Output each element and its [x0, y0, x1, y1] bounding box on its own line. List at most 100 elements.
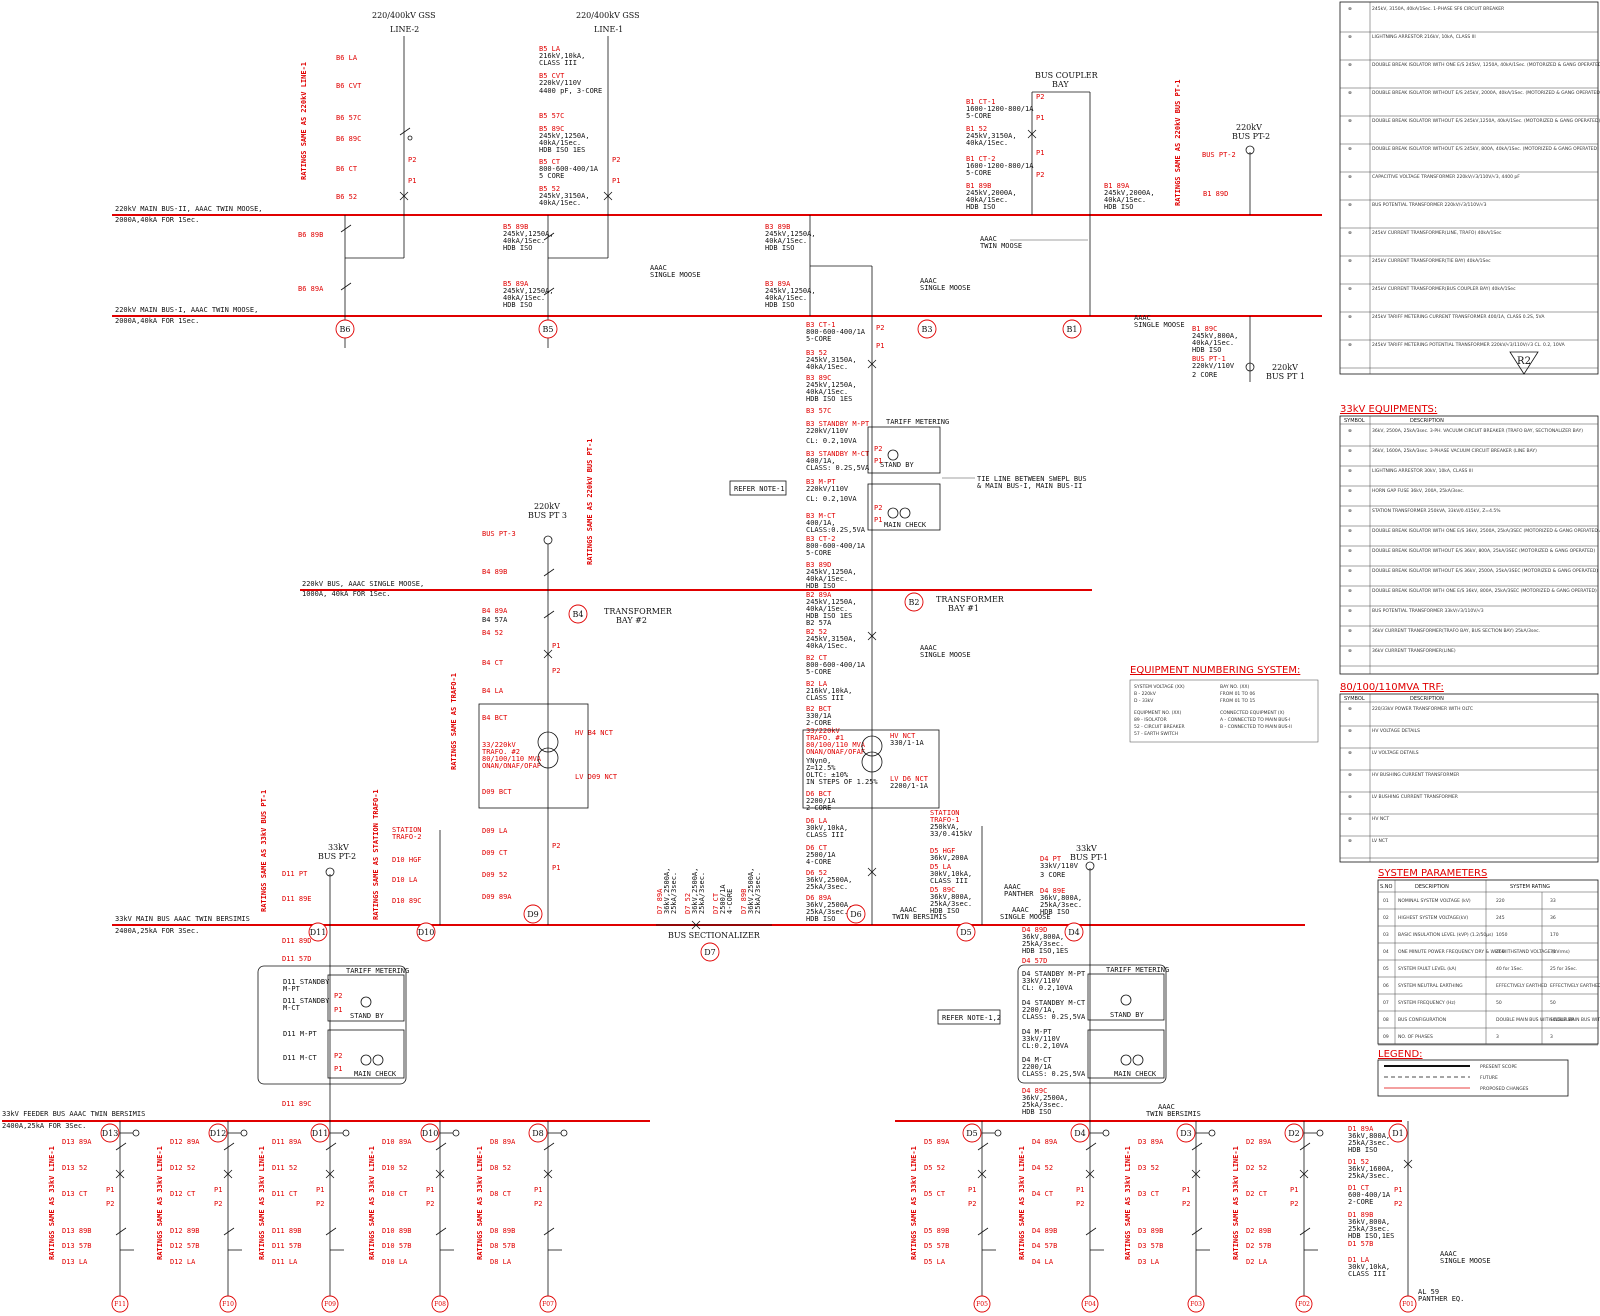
svg-text:AAAC: AAAC [1134, 314, 1151, 322]
svg-text:B2 52: B2 52 [806, 628, 827, 636]
svg-text:HV NCT: HV NCT [890, 732, 916, 740]
svg-text:B1 CT-1: B1 CT-1 [966, 98, 996, 106]
refer-note-1-box [729, 480, 787, 496]
svg-text:P1: P1 [876, 342, 884, 350]
svg-text:P2: P2 [1182, 1200, 1190, 1208]
trafo2-hv-winding [537, 731, 559, 753]
svg-text:40 for 1Sec.: 40 for 1Sec. [1496, 966, 1523, 972]
ratings-trafo1-note: RATINGS SAME AS TRAFO-1 [450, 673, 458, 770]
svg-text:25kA/3sec.: 25kA/3sec. [1022, 1101, 1064, 1109]
feeder-label: D11 89B [272, 1227, 302, 1235]
svg-text:D6 BCT: D6 BCT [806, 790, 832, 798]
svg-text:P2: P2 [1394, 1200, 1402, 1208]
d1-label: D1 52 [1348, 1158, 1369, 1166]
svg-text:245kV,1250A,: 245kV,1250A, [806, 381, 857, 389]
svg-text:2500/1A: 2500/1A [806, 851, 836, 859]
svg-text:ONE MINUTE POWER FREQUENCY DRY: ONE MINUTE POWER FREQUENCY DRY & WET WIT… [1398, 949, 1570, 955]
legend-symbol-icon: ⊗ [1348, 7, 1352, 12]
svg-text:TWIN BERSIMIS: TWIN BERSIMIS [1146, 1110, 1201, 1118]
ratings-33line1-note: RATINGS SAME AS 33kV LINE-1 [1124, 1146, 1132, 1260]
svg-text:TARIFF METERING: TARIFF METERING [1106, 966, 1169, 974]
svg-text:EFFECTIVELY EARTHED: EFFECTIVELY EARTHED [1496, 983, 1548, 989]
svg-text:B2 BCT: B2 BCT [806, 705, 832, 713]
svg-text:B3 52: B3 52 [806, 349, 827, 357]
svg-text:40kA/1Sec.: 40kA/1Sec. [1192, 339, 1234, 347]
svg-text:B2 89A: B2 89A [806, 591, 832, 599]
legend-row: DOUBLE BREAK ISOLATOR WITH ONE E/S 245kV… [1372, 62, 1600, 68]
svg-text:M-PT: M-PT [283, 985, 301, 993]
bus-pt2-label: BUS PT-2 [1232, 132, 1270, 141]
legend-symbol-icon: ⊗ [1348, 449, 1352, 454]
feeder-bus-label: 33kV FEEDER BUS AAAC TWIN BERSIMIS [2, 1110, 145, 1118]
svg-text:CL: 0.2,10VA: CL: 0.2,10VA [806, 495, 857, 503]
svg-text:245kV,1250A,: 245kV,1250A, [765, 287, 816, 295]
numbering-row: A - CONNECTED TO MAIN BUS-I [1220, 717, 1290, 723]
svg-text:D11: D11 [312, 1129, 329, 1138]
legend-symbol-icon: ⊗ [1348, 259, 1352, 264]
svg-text:D11 M-CT: D11 M-CT [283, 1054, 318, 1062]
legend-symbol-icon: ⊗ [1348, 589, 1352, 594]
bay-bubble-d5: D5 [962, 1123, 982, 1143]
d1-label: 36kV,800A, [1348, 1218, 1390, 1226]
svg-text:F04: F04 [1084, 1301, 1096, 1308]
svg-text:& MAIN BUS-I, MAIN BUS-II: & MAIN BUS-I, MAIN BUS-II [977, 482, 1082, 490]
svg-text:3: 3 [1550, 1034, 1553, 1040]
svg-text:D11 89C: D11 89C [282, 1100, 312, 1108]
svg-text:B2 57A: B2 57A [806, 619, 832, 627]
svg-text:D4 STANDBY M-CT: D4 STANDBY M-CT [1022, 999, 1086, 1007]
svg-text:40kA/1Sec.: 40kA/1Sec. [806, 605, 848, 613]
svg-text:HDB ISO: HDB ISO [1040, 908, 1070, 916]
svg-text:40kA/1Sec.: 40kA/1Sec. [503, 237, 545, 245]
legend-row: 36kV, 2500A, 25kA/3sec. 3-PH. VACUUM CIR… [1372, 428, 1583, 434]
svg-text:CLASS III: CLASS III [930, 877, 968, 885]
svg-text:D5: D5 [966, 1129, 978, 1138]
svg-text:B5 CT: B5 CT [539, 158, 561, 166]
svg-text:RATINGS SAME AS 220kV BUS PT-1: RATINGS SAME AS 220kV BUS PT-1 [586, 439, 594, 565]
svg-text:SYSTEM NEUTRAL EARTHING: SYSTEM NEUTRAL EARTHING [1398, 983, 1463, 989]
svg-text:BUS PT-2: BUS PT-2 [1202, 151, 1236, 159]
bus-33kv-label: 33kV MAIN BUS AAAC TWIN BERSIMIS [115, 915, 250, 923]
svg-text:B6 LA: B6 LA [336, 54, 358, 62]
svg-text:245kV,1250A,: 245kV,1250A, [765, 230, 816, 238]
svg-text:4-CORE: 4-CORE [726, 889, 734, 914]
svg-text:P2: P2 [968, 1200, 976, 1208]
svg-text:STATION: STATION [392, 826, 422, 834]
svg-text:F10: F10 [222, 1301, 234, 1308]
legend-symbol-icon: ⊗ [1348, 35, 1352, 40]
bay-bubble-d5: D5 [956, 922, 976, 942]
trf-legend: 80/100/110MVA TRF: SYMBOL DESCRIPTION 22… [1339, 682, 1599, 863]
feeder-label: D2 57B [1246, 1242, 1271, 1250]
main-bus-2-label: 220kV MAIN BUS-II, AAAC TWIN MOOSE, [115, 205, 263, 213]
legend-box: LEGEND: PRESENT SCOPE FUTURE PROPOSED CH… [1377, 1049, 1569, 1097]
feeder-label: D8 89A [490, 1138, 516, 1146]
bus-pt1-bay: B1 89C 245kV,800A, 40kA/1Sec. HDB ISO BU… [1134, 314, 1255, 382]
svg-text:33/220kV: 33/220kV [806, 727, 841, 735]
svg-text:B4 CT: B4 CT [482, 659, 504, 667]
feeder-end-f03: F03 [1187, 1295, 1205, 1313]
feeder-label: D2 CT [1246, 1190, 1268, 1198]
numbering-row: FROM 01 TO 06 [1220, 691, 1255, 697]
svg-text:2200/1A: 2200/1A [1022, 1063, 1052, 1071]
bus-33kv-rating: 2400A,25kA FOR 3Sec. [115, 927, 199, 935]
legend-row: LV NCT [1372, 838, 1388, 844]
svg-text:B6: B6 [340, 325, 351, 334]
svg-text:B4 BCT: B4 BCT [482, 714, 508, 722]
svg-text:B5 52: B5 52 [539, 185, 560, 193]
legend-row: DOUBLE BREAK ISOLATOR WITHOUT E/S 36kV, … [1372, 568, 1598, 574]
svg-text:B6 CVT: B6 CVT [336, 82, 362, 90]
bay-bubble-d8: D8 [528, 1123, 548, 1143]
legend-symbol-icon: ⊗ [1348, 63, 1352, 68]
svg-text:B5 LA: B5 LA [539, 45, 561, 53]
svg-text:70: 70 [1550, 949, 1556, 955]
svg-text:D7 52: D7 52 [684, 893, 692, 914]
feeder-label: D11 57B [272, 1242, 302, 1250]
feeder-label: D11 52 [272, 1164, 297, 1172]
svg-text:33kV: 33kV [328, 843, 349, 852]
numbering-row: 57 - EARTH SWITCH [1134, 731, 1178, 737]
svg-text:B3 89B: B3 89B [765, 223, 790, 231]
refer-note-12-box [937, 1009, 1001, 1025]
svg-text:ONAN/ONAF/OFAF: ONAN/ONAF/OFAF [806, 748, 865, 756]
feeder-label: D11 89A [272, 1138, 302, 1146]
feeder-label: D10 89A [382, 1138, 412, 1146]
